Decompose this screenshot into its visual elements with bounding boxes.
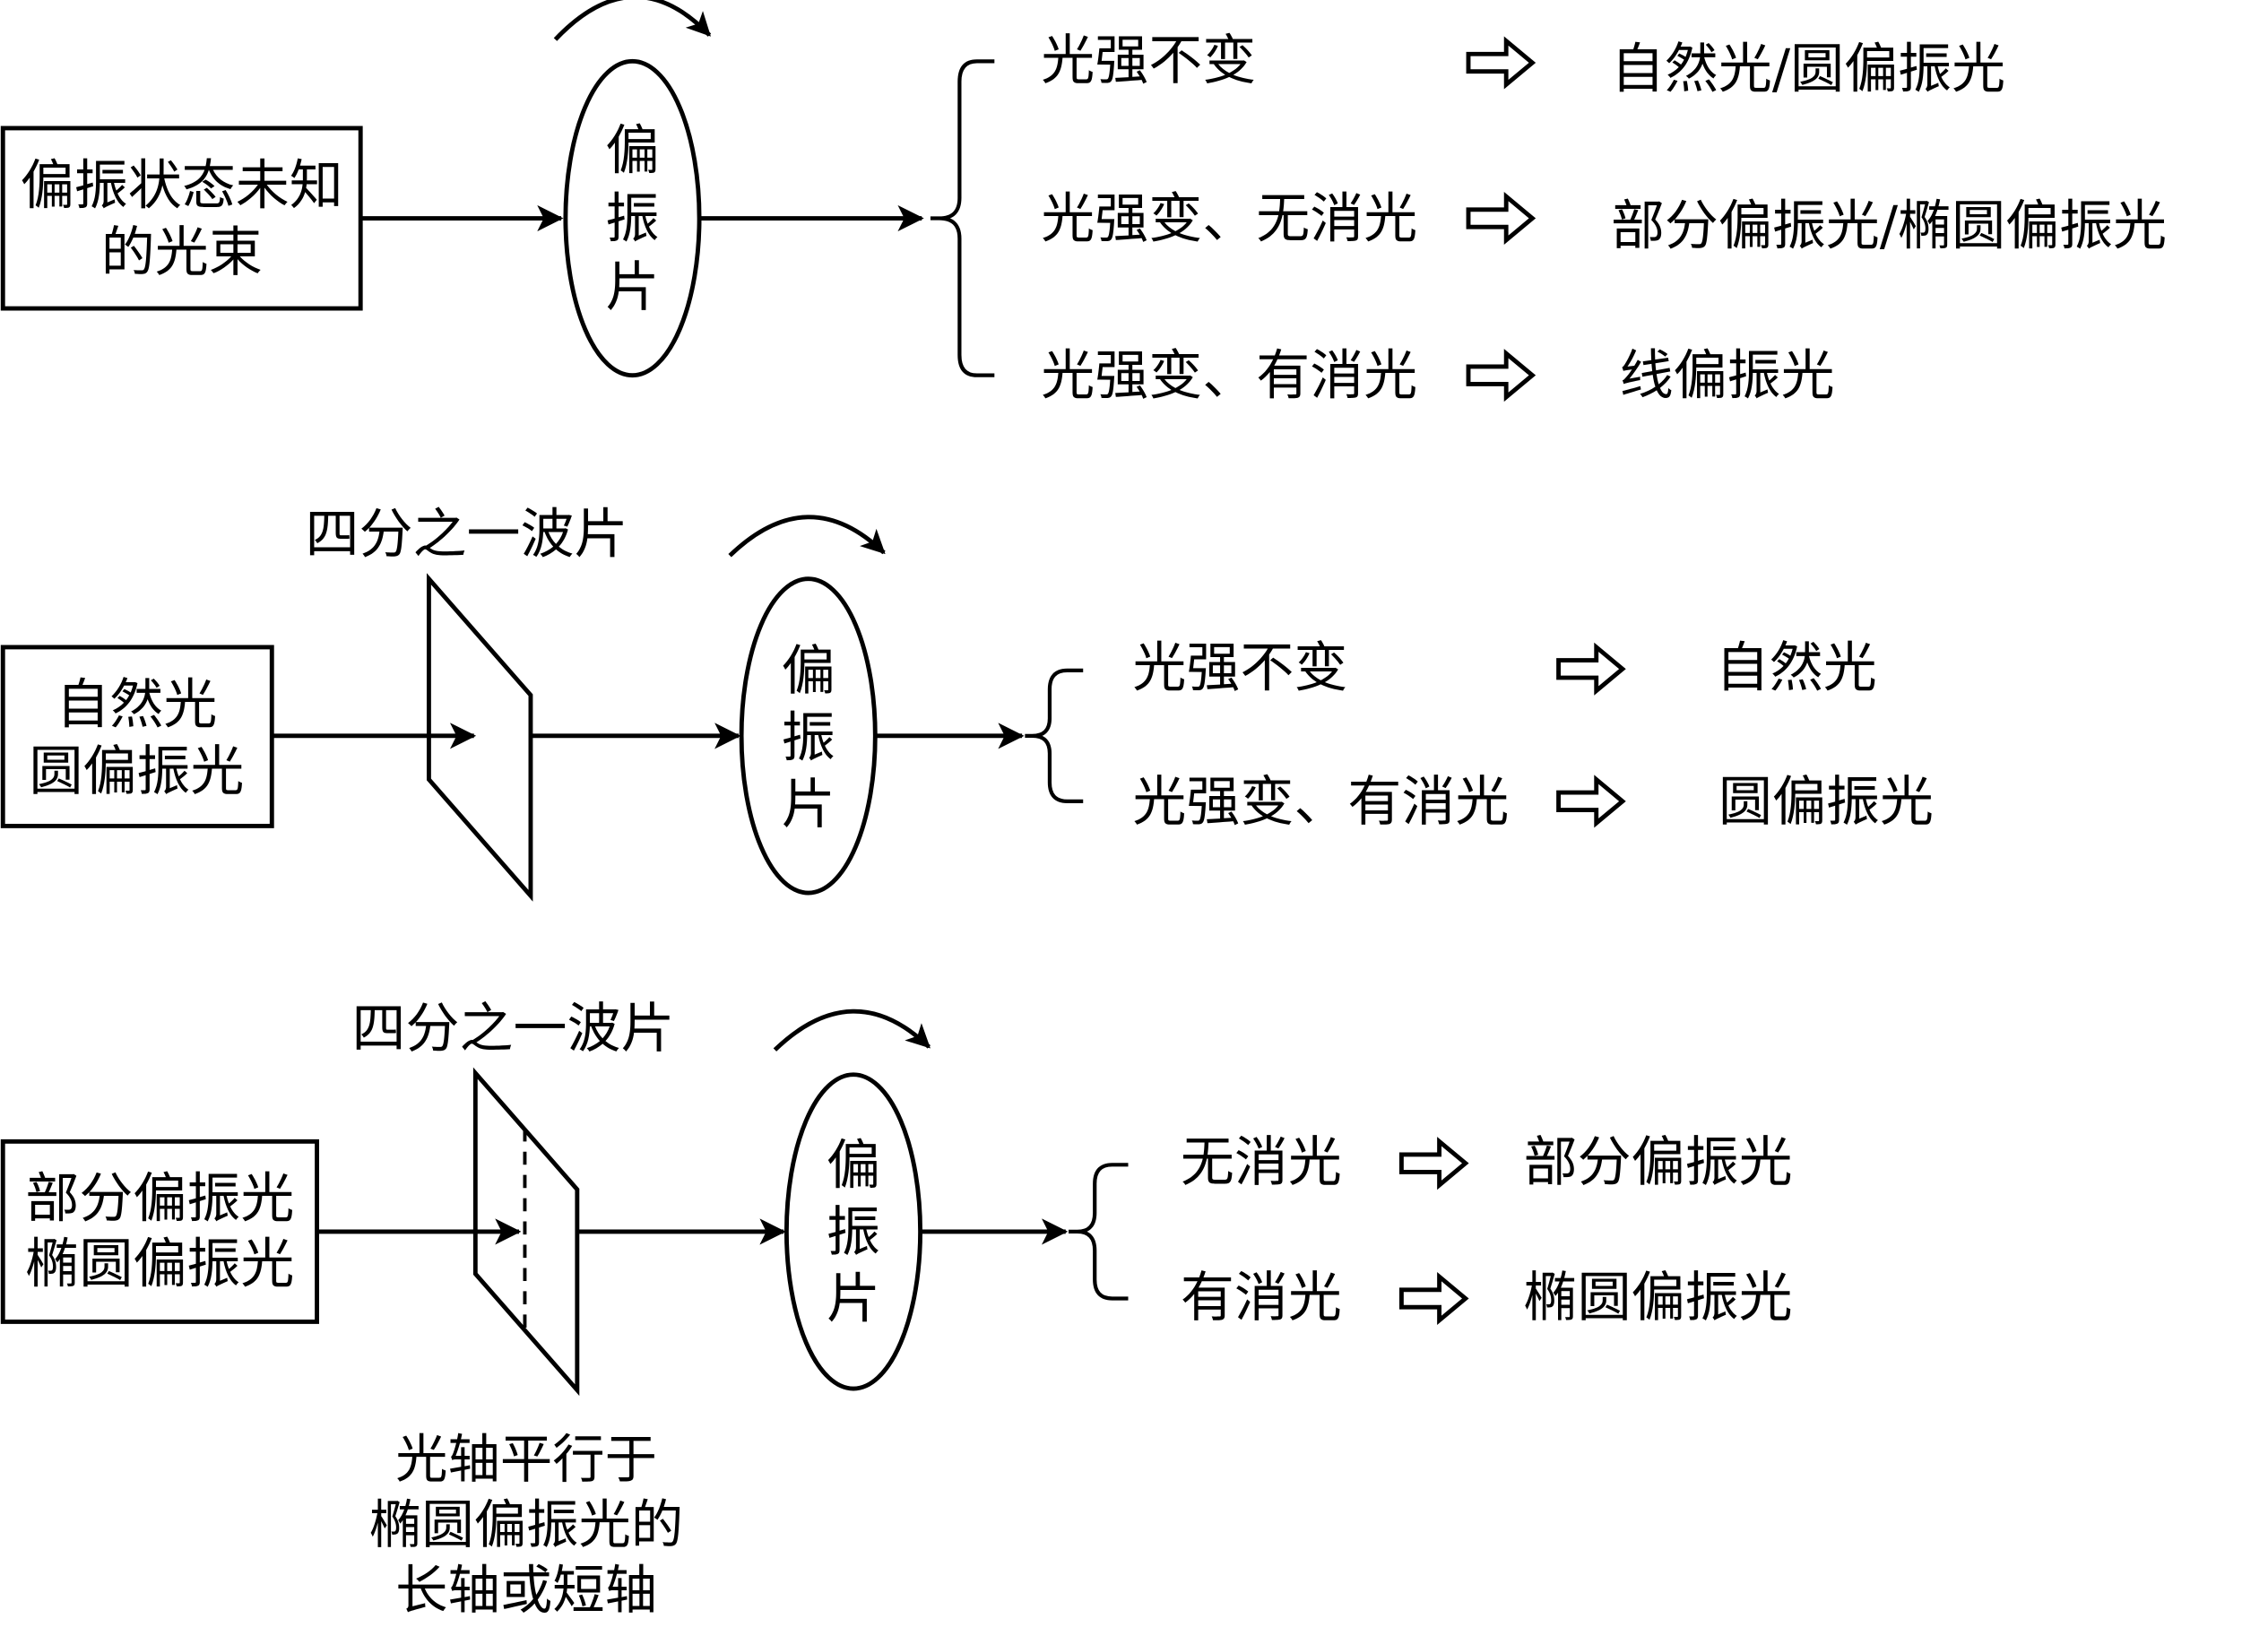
outcome-row: 光强不变 自然光/圆偏振光 <box>1041 30 2005 101</box>
outcome-result: 椭圆偏振光 <box>1524 1267 1793 1329</box>
section-unknown-beam: 偏振状态未知 的光束 偏 振 片 光强不变 自然光/圆偏振光 光强变、无消光 部… <box>0 0 2167 408</box>
outcomes-brace <box>1025 668 1084 803</box>
outcome-result: 自然光 <box>1716 637 1877 700</box>
source-label-line-1: 自然光 <box>56 673 217 736</box>
rotation-arrow-icon <box>553 0 712 41</box>
outcome-row: 光强变、无消光 部分偏振光/椭圆偏振光 <box>1041 188 2167 258</box>
polarizer <box>783 1072 923 1391</box>
source-label-line-1: 部分偏振光 <box>25 1168 294 1231</box>
hollow-arrow-icon <box>1559 780 1623 824</box>
polarizer-char-3: 片 <box>827 1268 880 1331</box>
outcome-result: 自然光/圆偏振光 <box>1611 39 2005 101</box>
waveplate-note-line-2: 椭圆偏振光的 <box>369 1494 683 1555</box>
polarizer-char-1: 偏 <box>605 119 659 182</box>
outcome-condition: 有消光 <box>1181 1267 1342 1329</box>
outcome-condition: 光强变、有消光 <box>1132 771 1509 834</box>
source-box-partial-elliptical <box>0 1138 319 1324</box>
polarizer <box>739 576 878 896</box>
polarizer-char-1: 偏 <box>827 1134 880 1197</box>
polarizer-char-3: 片 <box>782 774 835 836</box>
outcome-result: 部分偏振光 <box>1524 1131 1793 1194</box>
waveplate-note-line-3: 长轴或短轴 <box>395 1560 657 1621</box>
polarizer-char-1: 偏 <box>782 640 835 703</box>
waveplate-note: 光轴平行于 椭圆偏振光的 长轴或短轴 <box>369 1429 683 1621</box>
outcome-row: 光强变、有消光 圆偏振光 <box>1132 771 1934 834</box>
outcomes-brace <box>930 59 995 377</box>
outcome-result: 部分偏振光/椭圆偏振光 <box>1611 195 2167 258</box>
outcome-condition: 光强变、有消光 <box>1041 345 1417 408</box>
hollow-arrow-icon <box>1559 647 1623 691</box>
waveplate-label: 四分之一波片 <box>351 998 674 1060</box>
section-natural-circular: 四分之一波片 自然光 圆偏振光 偏 振 片 光强不变 自然光 光强变、有消光 圆… <box>0 504 1934 902</box>
hollow-arrow-icon <box>1401 1277 1465 1320</box>
outcome-row: 光强变、有消光 线偏振光 <box>1041 345 1834 408</box>
quarter-wave-plate <box>426 573 533 902</box>
outcome-row: 光强不变 自然光 <box>1132 637 1876 700</box>
rotation-arrow-icon <box>773 1008 931 1052</box>
polarizer-char-2: 振 <box>827 1201 880 1264</box>
polarizer-char-2: 振 <box>605 188 659 251</box>
hollow-arrow-icon <box>1468 353 1532 397</box>
quarter-wave-plate <box>472 1067 580 1397</box>
polarizer-char-2: 振 <box>782 707 835 770</box>
outcome-result: 圆偏振光 <box>1718 771 1934 834</box>
outcome-row: 无消光 部分偏振光 <box>1181 1131 1793 1194</box>
polarizer-char-3: 片 <box>605 256 659 319</box>
hollow-arrow-icon <box>1468 41 1532 85</box>
rotation-arrow-icon <box>728 515 886 558</box>
outcome-condition: 光强变、无消光 <box>1041 188 1417 251</box>
waveplate-note-line-1: 光轴平行于 <box>395 1429 657 1490</box>
hollow-arrow-icon <box>1468 196 1532 240</box>
source-label-line-1: 偏振状态未知 <box>21 154 343 217</box>
outcome-row: 有消光 椭圆偏振光 <box>1181 1267 1793 1329</box>
outcome-condition: 光强不变 <box>1132 637 1347 700</box>
hollow-arrow-icon <box>1401 1141 1465 1185</box>
section-partial-elliptical: 四分之一波片 部分偏振光 椭圆偏振光 偏 振 片 无消光 部分偏振光 有消光 椭… <box>0 998 1793 1621</box>
outcome-condition: 光强不变 <box>1041 30 1256 92</box>
outcomes-brace <box>1069 1163 1129 1301</box>
waveplate-label: 四分之一波片 <box>306 504 628 567</box>
source-label-line-2: 圆偏振光 <box>29 740 244 803</box>
outcome-result: 线偏振光 <box>1620 345 1835 408</box>
source-label-line-2: 的光束 <box>101 221 263 284</box>
outcome-condition: 无消光 <box>1181 1131 1342 1194</box>
source-label-line-2: 椭圆偏振光 <box>25 1233 294 1296</box>
